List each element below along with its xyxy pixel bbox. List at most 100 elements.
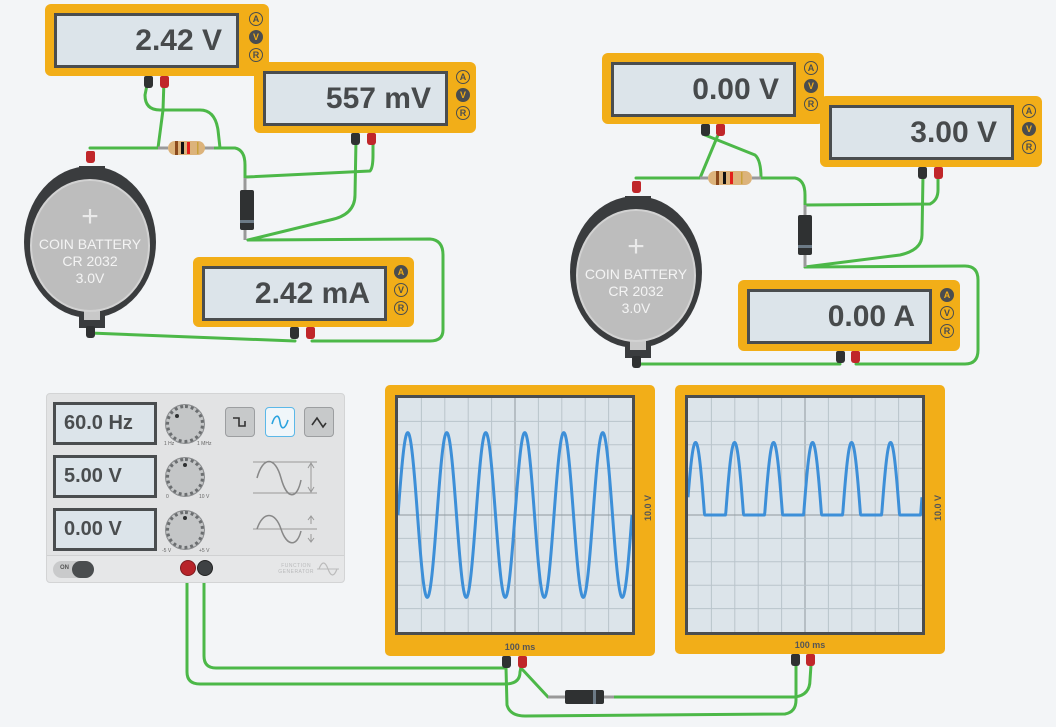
wire [88,78,166,150]
function-generator[interactable]: 60.0 Hz 5.00 V 0.00 V 1 Hz 1 MHz 0 10 V … [46,393,345,583]
com-probe[interactable] [918,167,927,179]
knob-min-label: 1 Hz [164,441,175,447]
battery-voltage: 3.0V [621,300,651,316]
square-wave-button[interactable] [225,407,255,437]
waveform-trace [686,441,924,517]
offset-knob[interactable] [166,511,204,549]
wire [759,176,807,207]
output-positive-terminal[interactable] [181,561,195,575]
battery-model: CR 2032 [608,283,664,299]
com-probe[interactable] [502,656,511,668]
power-label: ON [60,565,69,571]
mode-ohmmeter-button[interactable]: R [1022,140,1036,154]
multimeter-right-top[interactable]: 0.00 V A V R [602,53,824,136]
oscilloscope-input[interactable]: 100 ms 10.0 V [385,385,655,668]
positive-probe[interactable] [518,656,527,668]
mode-ammeter-button[interactable]: A [394,265,408,279]
multimeter-left-top[interactable]: 2.42 V A V R [45,4,269,88]
mode-voltmeter-button[interactable]: V [1022,122,1036,136]
wire [185,571,523,686]
positive-probe[interactable] [851,351,860,363]
battery-negative-terminal[interactable] [632,356,641,368]
com-probe[interactable] [290,327,299,339]
coin-battery-right[interactable]: + COIN BATTERY CR 2032 3.0V [570,176,705,372]
wire [246,237,445,343]
triangle-wave-button[interactable] [304,407,334,437]
positive-probe[interactable] [806,654,815,666]
com-probe[interactable] [144,76,153,88]
mode-ohmmeter-button[interactable]: R [456,106,470,120]
output-negative-terminal[interactable] [198,561,212,575]
offset-display: 0.00 V [53,508,157,551]
positive-probe[interactable] [160,76,169,88]
battery-positive-terminal[interactable] [86,151,95,163]
amplitude-diagram-icon [253,460,317,496]
power-toggle[interactable]: ON [53,561,94,578]
mode-ohmmeter-button[interactable]: R [249,48,263,62]
mode-ammeter-button[interactable]: A [249,12,263,26]
sine-wave-icon [271,415,289,429]
time-scale-label: 100 ms [794,640,826,650]
diode-left[interactable] [240,190,254,230]
multimeter-right-middle[interactable]: 3.00 V A V R [820,96,1042,179]
waveform-trace [396,431,634,599]
mode-ohmmeter-button[interactable]: R [940,324,954,338]
resistor-band [187,142,190,154]
meter-display: 0.00 A [747,289,932,344]
volt-scale-label: 10.0 V [932,494,943,522]
mode-ohmmeter-button[interactable]: R [394,301,408,315]
wire [803,173,925,269]
positive-probe[interactable] [716,124,725,136]
positive-probe[interactable] [934,167,943,179]
wire [634,133,720,180]
oscilloscope-output[interactable]: 100 ms 10.0 V [675,385,945,666]
wire [88,331,297,343]
amplitude-display: 5.00 V [53,455,157,498]
multimeter-left-bottom[interactable]: 2.42 mA A V R [193,257,414,339]
mode-voltmeter-button[interactable]: V [456,88,470,102]
positive-probe[interactable] [306,327,315,339]
diode-bottom[interactable] [565,690,604,704]
square-wave-icon [233,417,246,427]
mode-ammeter-button[interactable]: A [804,61,818,75]
mode-voltmeter-button[interactable]: V [804,79,818,93]
wire [603,663,813,699]
multimeter-left-middle[interactable]: 557 mV A V R [254,62,476,145]
resistor-right[interactable] [708,171,752,185]
plus-icon: + [627,230,645,263]
wire [246,138,358,242]
amplitude-knob[interactable] [166,458,204,496]
wire [519,666,567,699]
com-probe[interactable] [791,654,800,666]
mode-ohmmeter-button[interactable]: R [804,97,818,111]
com-probe[interactable] [351,133,360,145]
battery-positive-terminal[interactable] [632,181,641,193]
oscilloscope-screen [395,395,635,635]
meter-display: 2.42 V [54,13,239,68]
triangle-wave-icon [311,416,327,429]
com-probe[interactable] [836,351,845,363]
resistor-band [741,172,743,184]
resistor-band [730,172,733,184]
mode-ammeter-button[interactable]: A [940,288,954,302]
com-probe[interactable] [701,124,710,136]
battery-negative-terminal[interactable] [86,326,95,338]
wire [803,264,980,366]
resistor-left[interactable] [168,141,205,155]
volt-scale-label: 10.0 V [642,494,653,522]
offset-diagram-icon [253,514,317,544]
diode-right[interactable] [798,215,812,255]
frequency-display: 60.0 Hz [53,402,157,445]
mode-voltmeter-button[interactable]: V [394,283,408,297]
multimeter-right-bottom[interactable]: 0.00 A A V R [738,280,960,363]
mode-ammeter-button[interactable]: A [1022,104,1036,118]
mode-ammeter-button[interactable]: A [456,70,470,84]
positive-probe[interactable] [367,133,376,145]
frequency-knob[interactable] [166,405,204,443]
mode-voltmeter-button[interactable]: V [249,30,263,44]
meter-display: 3.00 V [829,105,1014,160]
mode-voltmeter-button[interactable]: V [940,306,954,320]
sine-wave-button[interactable] [265,407,295,437]
coin-battery-left[interactable]: + COIN BATTERY CR 2032 3.0V [24,146,159,342]
